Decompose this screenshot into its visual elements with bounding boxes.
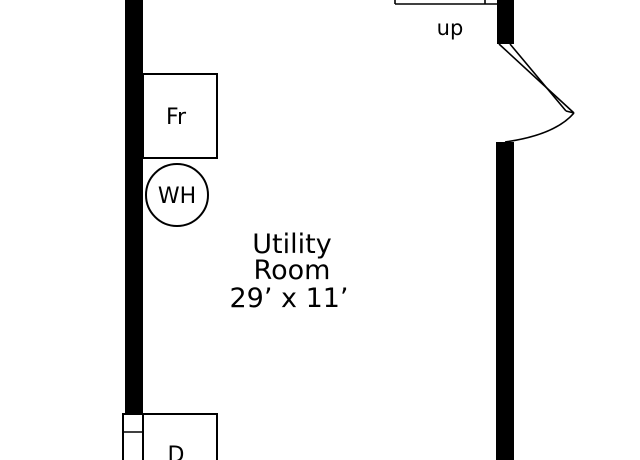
right-wall-lower	[496, 142, 514, 460]
stairs	[394, 0, 497, 5]
left-wall	[125, 0, 143, 460]
water-heater	[145, 163, 209, 227]
stairs-direction-label: up	[437, 16, 464, 40]
room-name-line-1: Utility	[252, 229, 331, 260]
room-dimensions: 29’ x 11’	[229, 283, 348, 314]
dryer-label: D	[168, 443, 185, 460]
fridge	[142, 73, 218, 159]
dryer-vent	[122, 413, 144, 460]
fridge-label: Fr	[166, 105, 187, 130]
room-name-line-2: Room	[254, 255, 331, 286]
door-swing-arc	[504, 112, 575, 143]
dryer	[142, 413, 218, 460]
door	[498, 43, 575, 143]
door-leaf-end	[565, 110, 575, 114]
right-wall-upper	[497, 0, 514, 44]
water-heater-label: WH	[158, 184, 196, 209]
door-leaf-2	[509, 43, 567, 112]
door-leaf-1	[498, 43, 575, 114]
